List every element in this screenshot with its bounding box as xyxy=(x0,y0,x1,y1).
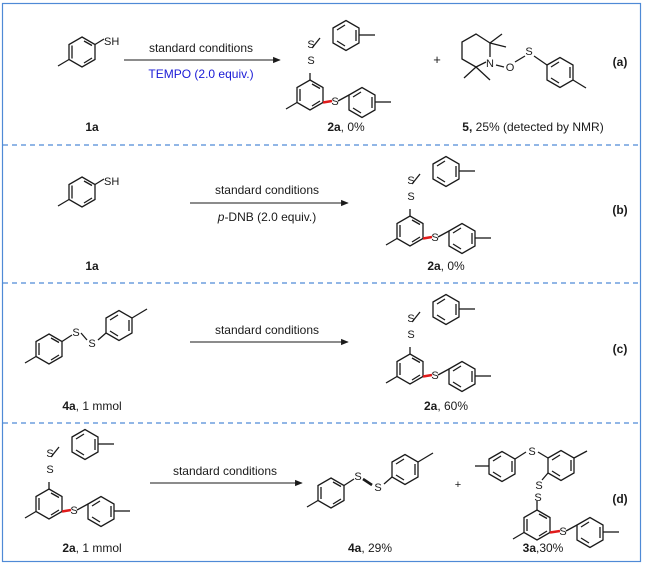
reagent-label: p-DNB (2.0 equiv.) xyxy=(217,210,317,224)
panel-c: S S standard conditions S S S xyxy=(24,293,628,413)
structure-2a xyxy=(285,19,391,119)
disulfide-bond xyxy=(362,477,373,487)
structure-4a xyxy=(306,452,434,509)
panel-a: SH standard conditions TEMPO (2.0 equiv.… xyxy=(57,19,628,134)
compound-label: 4a, 1 mmol xyxy=(62,399,121,413)
structure-2a xyxy=(385,155,491,255)
sulfur-label: S xyxy=(307,39,314,51)
compound-label: 2a, 0% xyxy=(327,120,365,134)
plus-sign: + xyxy=(433,52,441,67)
sulfur-label: S xyxy=(72,327,79,339)
sulfur-label: S xyxy=(534,492,541,504)
compound-label: 4a, 29% xyxy=(348,541,392,555)
compound-label: 2a, 60% xyxy=(424,399,468,413)
structure-4a xyxy=(24,308,148,365)
conditions-label: standard conditions xyxy=(215,183,319,197)
structure-3a xyxy=(475,449,619,549)
thiol-label: SH xyxy=(104,176,119,188)
panel-tag: (b) xyxy=(612,203,627,217)
sulfur-label: S xyxy=(374,482,381,494)
panel-tag: (a) xyxy=(613,55,628,69)
sulfur-label: S xyxy=(331,96,338,108)
conditions-label: standard conditions xyxy=(173,464,277,478)
panel-b: SH standard conditions p-DNB (2.0 equiv.… xyxy=(57,155,628,273)
sulfur-label: S xyxy=(88,338,95,350)
compound-label: 1a xyxy=(85,259,99,273)
sulfur-label: S xyxy=(431,232,438,244)
sulfur-label: S xyxy=(407,313,414,325)
sulfur-label: S xyxy=(559,526,566,538)
highlight-bond xyxy=(549,529,561,534)
compound-label: 2a, 0% xyxy=(427,259,465,273)
highlight-bond xyxy=(322,99,333,104)
sulfur-label: S xyxy=(46,464,53,476)
sulfur-label: S xyxy=(528,446,535,458)
structure-1a xyxy=(57,36,105,68)
panel-tag: (c) xyxy=(613,342,628,356)
sulfur-label: S xyxy=(70,505,77,517)
sulfur-label: S xyxy=(407,175,414,187)
structure-2a xyxy=(24,428,130,528)
structure-5 xyxy=(461,33,587,89)
reagent-label: TEMPO (2.0 equiv.) xyxy=(148,67,253,81)
structure-2a xyxy=(385,293,491,393)
structure-1a xyxy=(57,176,105,208)
sulfur-label: S xyxy=(535,480,542,492)
sulfur-label: S xyxy=(307,55,314,67)
compound-label: 2a, 1 mmol xyxy=(62,541,121,555)
plus-sign: + xyxy=(455,479,461,491)
conditions-label: standard conditions xyxy=(215,323,319,337)
compound-label: 1a xyxy=(85,120,99,134)
sulfur-label: S xyxy=(354,471,361,483)
compound-label: 5, 25% (detected by NMR) xyxy=(462,120,603,134)
sulfur-label: S xyxy=(407,329,414,341)
highlight-bond xyxy=(61,508,72,513)
sulfur-label: S xyxy=(407,191,414,203)
sulfur-label: S xyxy=(46,448,53,460)
sulfur-label: S xyxy=(525,46,532,58)
sulfur-label: S xyxy=(431,370,438,382)
highlight-bond xyxy=(422,235,433,240)
compound-label: 3a,30% xyxy=(523,541,564,555)
conditions-label: standard conditions xyxy=(149,41,253,55)
panel-tag: (d) xyxy=(612,492,627,506)
oxygen-label: O xyxy=(506,62,515,74)
panel-d: S S S standard conditions S S + xyxy=(24,428,628,555)
thiol-label: SH xyxy=(104,36,119,48)
highlight-bond xyxy=(422,373,433,378)
nitrogen-label: N xyxy=(486,58,494,70)
